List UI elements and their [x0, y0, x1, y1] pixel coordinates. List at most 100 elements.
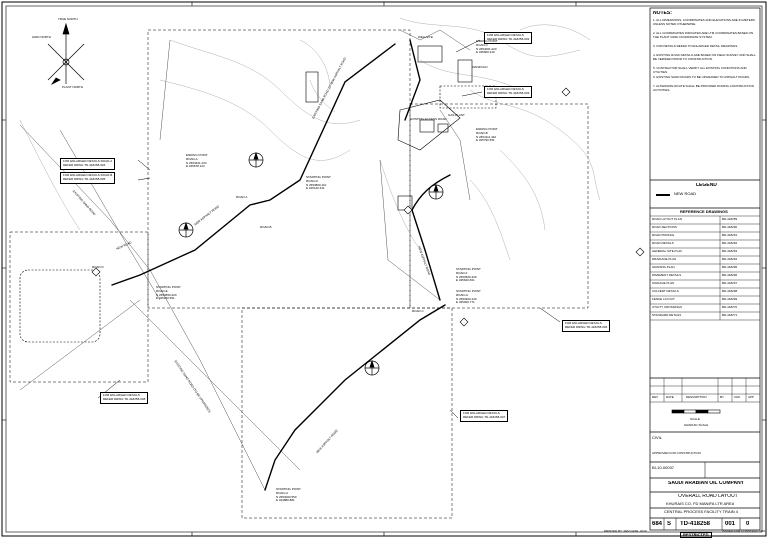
wellsite-pad [417, 45, 443, 63]
reference-grid [650, 215, 760, 321]
callout-detail-7: FOR ENLARGED DETAILS REFER DRWG TD-41825… [100, 392, 149, 404]
legend-title: LEGEND [696, 183, 717, 188]
scale-bar [671, 409, 721, 414]
north-arrow [47, 22, 85, 85]
note-5: 5. CONTRACTOR SHALL VERIFY ALL EXISTING … [653, 67, 747, 74]
ref-title-13: STANDARD DETAILS [652, 314, 682, 317]
ref-title-6: DRAINAGE PLAN [652, 258, 677, 261]
ref-title-3: ROAD PROFILE [652, 234, 675, 237]
road-tag-4: ROAD D [92, 265, 104, 269]
road-east-link [411, 174, 451, 211]
plant-building-2 [437, 123, 449, 133]
note-3: 3. FOR DETAILS REFER TO ENLARGED DETAIL … [653, 45, 739, 48]
road-north-link [404, 39, 421, 121]
note-7: 7. ALTERNATE ROUTE SHALL BE PROVIDED DUR… [653, 85, 754, 92]
ref-title-1: ROAD LAYOUT PLAN [652, 218, 682, 221]
ref-title-11: FENCE LAYOUT [652, 298, 675, 301]
drawing-number: TD-418258 [680, 521, 711, 527]
new-roads [111, 39, 451, 491]
drawing-number-dividers [663, 462, 741, 530]
rev-header-chk: CHK [734, 396, 741, 399]
callout-detail-6: FOR ENLARGED DETAILS REFER DRWG TD-41825… [460, 410, 509, 422]
ref-number-2: BD-418260 [722, 226, 738, 229]
ref-number-11: BD-418269 [722, 298, 738, 301]
bottom-print-label: PRINTED BY: SRV DATE: 2010 [604, 530, 647, 533]
status-footer: ISSUED FOR CONSTRUCTION [722, 530, 766, 533]
road-structure [305, 71, 319, 103]
legend-new-road-label: NEW ROAD [674, 192, 696, 196]
ref-number-13: BD-418271 [722, 314, 738, 317]
callout-detail-5: FOR ENLARGED DETAILS REFER DRWG TD-41825… [562, 320, 611, 332]
road-main-south [264, 304, 446, 491]
callout-detail-4: FOR ENLARGED DETAILS ROAD-B REFER DRWG T… [60, 172, 116, 184]
label-ending-point-2: ENDING POINT ROAD-B N 2654111.442 E 3457… [476, 127, 498, 143]
detail-box-2 [409, 103, 589, 309]
revision-tags [91, 87, 645, 327]
label-starting-point-3: STARTING POINT ROAD-F N 2653500.330 E 34… [456, 267, 481, 283]
label-starting-point-2: STARTING POINT ROAD-E N 2653650.220 E 34… [156, 285, 181, 301]
ref-number-12: BD-418270 [722, 306, 738, 309]
ref-number-8: BD-418266 [722, 274, 738, 277]
label-manifold: MANIFOLD [472, 65, 488, 69]
detail-boundaries [9, 29, 589, 519]
detail-box-1 [147, 29, 411, 309]
ref-number-6: BD-418264 [722, 258, 738, 261]
revision-grid [650, 378, 760, 403]
callout-detail-2: FOR ENLARGED DETAILS REFER DRWG TD-41825… [484, 86, 533, 98]
drawing-title-3: CENTRAL PROCESS FACILITY TRAIN 4 [664, 510, 738, 514]
sheet-number: 001 [725, 521, 736, 527]
plant-features [19, 45, 497, 343]
pond-area [19, 269, 101, 343]
notes-title: NOTES: [653, 11, 672, 16]
detail-box-3 [9, 231, 149, 383]
drawing-title-2: KHURAIS CO. FD MANIFA LTR AREA [666, 502, 735, 506]
ref-number-10: BD-418268 [722, 290, 738, 293]
ref-title-4: ROAD DETAILS [652, 242, 674, 245]
rev-header-by: BY [720, 396, 725, 399]
note-2: 2. ALL COORDINATES INDICATED ARE LTM COO… [653, 32, 754, 39]
project-number: BI-10-00037 [652, 466, 675, 470]
label-starting-point-5: STARTING POINT ROAD-H N 2653000.550 E 34… [276, 487, 301, 503]
plant-north-label: PLANT NORTH [62, 85, 84, 89]
ref-number-3: BD-418261 [722, 234, 738, 237]
scale-value: GRAPHIC SCALE [684, 424, 709, 427]
rev-header-app: APP [748, 396, 755, 399]
rev-header-description: DESCRIPTION [686, 396, 707, 399]
road-tag-2: ROAD B [260, 225, 272, 229]
road-tag-3: ROAD C [412, 309, 424, 313]
label-ending-point-1: ENDING POINT ROAD-A N 2654321.234 E 3456… [186, 153, 208, 169]
road-tag-1: ROAD A [236, 195, 248, 199]
drawing-title-1: OVERALL ROAD LAYOUT [678, 494, 738, 499]
plant-building-1 [419, 119, 435, 133]
revision-number: 0 [746, 521, 750, 527]
ref-number-5: BD-418263 [722, 250, 738, 253]
ref-title-8: PAVEMENT DETAILS [652, 274, 682, 277]
ref-title-7: GRADING PLAN [652, 266, 675, 269]
ref-title-2: ROAD SECTIONS [652, 226, 677, 229]
index-letter: S [667, 521, 672, 527]
ref-title-10: CULVERT DETAILS [652, 290, 679, 293]
callout-detail-3: FOR ENLARGED DETAILS ROAD-A REFER DRWG T… [60, 158, 116, 170]
survey-markers [178, 151, 444, 376]
existing-roads [19, 29, 471, 491]
company-name: SAUDI ARABIAN OIL COMPANY [668, 481, 745, 486]
note-4: 4. EXISTING ROAD DETAILS ARE BASED ON FI… [653, 54, 756, 61]
grid-north-label: GRID NORTH [32, 35, 51, 39]
legend-new-road-swatch [656, 194, 670, 196]
gas-plant-outline [397, 99, 461, 151]
label-plant-road: EXISTING ACCESS ROAD [410, 117, 447, 121]
reference-title: REFERENCE DRAWINGS [680, 210, 728, 214]
ref-title-9: SIGNAGE PLAN [652, 282, 675, 285]
topo-contours [19, 17, 601, 261]
label-ending-point-3: ENDING POINT ROAD-C N 2654001.220 E 3459… [476, 39, 498, 55]
rev-header-date: DATE [666, 396, 674, 399]
manifold-pad [457, 59, 473, 83]
ref-title-5: GENERAL SITE PLAN [652, 250, 683, 253]
status-label: APPROVED FOR CONSTRUCTION [652, 452, 701, 455]
discipline-label: CIVIL [652, 436, 663, 440]
scale-label: SCALE [690, 418, 700, 421]
label-gas-plant: GAS PLANT [448, 113, 465, 117]
